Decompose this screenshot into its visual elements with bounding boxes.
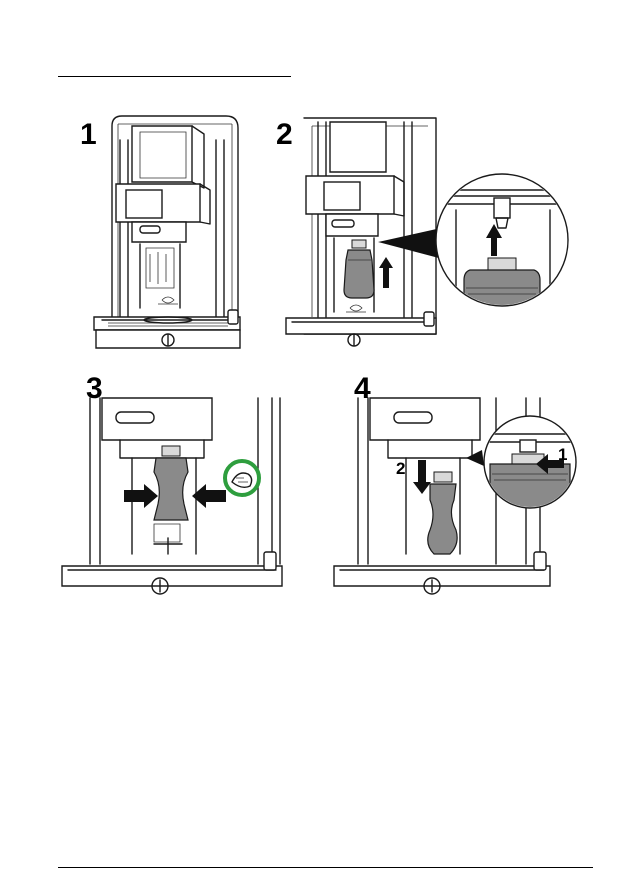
- step-number: 3: [86, 374, 103, 404]
- machine-front-illustration: [88, 112, 248, 357]
- heading-underline: [58, 76, 291, 77]
- footer-rule: [58, 867, 593, 868]
- step-number: 1: [80, 120, 97, 150]
- figure-step-3: 3: [62, 374, 292, 606]
- bottle-squeeze-illustration: [62, 374, 292, 606]
- step-number: 4: [354, 374, 371, 404]
- press-left-arrow-icon: [192, 484, 226, 508]
- callout-label: 1: [558, 446, 567, 463]
- down-arrow-icon: [413, 460, 431, 494]
- hand-squeeze-icon: [225, 461, 259, 495]
- up-arrow-icon: [379, 257, 393, 288]
- bottle-remove-illustration: [330, 374, 580, 606]
- step-number: 2: [276, 120, 293, 150]
- callout-label: 2: [396, 460, 405, 477]
- figure-step-2: 2: [282, 112, 582, 357]
- figure-step-1: 1: [88, 112, 248, 357]
- figure-step-4: 4 2 1: [330, 374, 580, 606]
- press-right-arrow-icon: [124, 484, 158, 508]
- machine-bottle-insert-illustration: [282, 112, 582, 357]
